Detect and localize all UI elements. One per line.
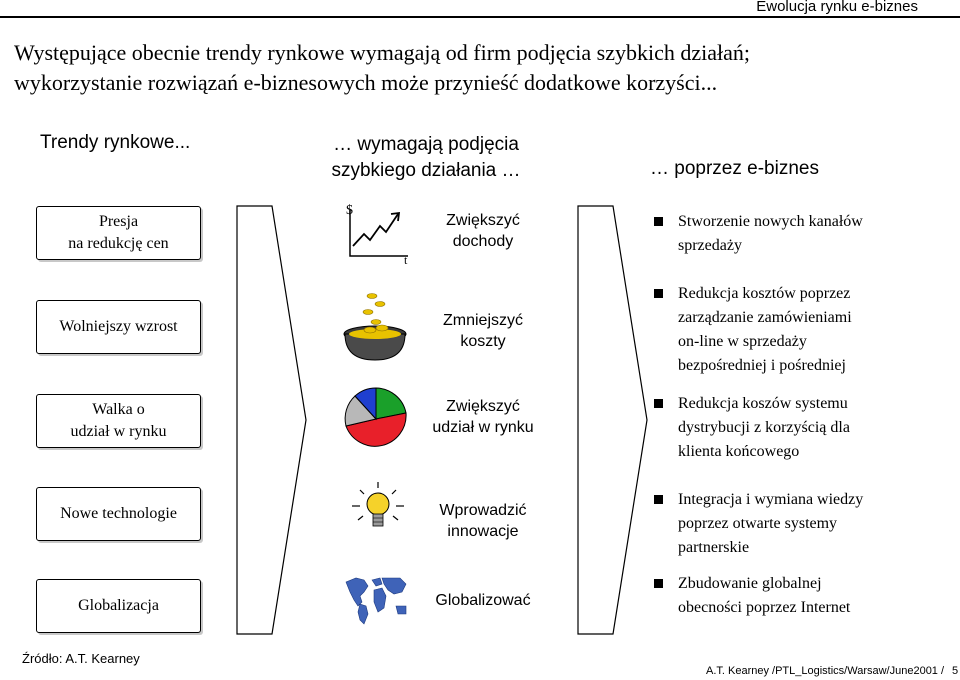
action-label: Globalizować — [435, 592, 531, 609]
action-reduce-costs: Zmniejszyć koszty — [408, 310, 558, 352]
result-line: partnerskie — [678, 539, 750, 556]
column-header-actions-line-2: szybkiego działania … — [331, 160, 521, 181]
result-line: on-line w sprzedaży — [678, 333, 807, 350]
trend-label-line-1: Walka o — [92, 401, 145, 418]
trend-label: Globalizacja — [78, 597, 159, 614]
action-increase-revenue: Zwiększyć dochody — [408, 210, 558, 252]
trend-label-line-2: udział w rynku — [70, 423, 167, 440]
result-item: Redukcja koszów systemu dystrybucji z ko… — [654, 392, 954, 464]
trend-label: Nowe technologie — [60, 505, 177, 522]
action-label-line-2: udział w rynku — [432, 419, 534, 436]
result-line: sprzedaży — [678, 237, 742, 254]
arrow-1-shape — [236, 205, 307, 635]
footer-reference: A.T. Kearney /PTL_Logistics/Warsaw/June2… — [706, 665, 945, 677]
headline-line-1: Występujące obecnie trendy rynkowe wymag… — [14, 40, 751, 65]
headline: Występujące obecnie trendy rynkowe wymag… — [14, 38, 914, 98]
time-label: t — [404, 253, 408, 266]
trend-label: Wolniejszy wzrost — [59, 318, 178, 335]
result-line: bezpośredniej i pośredniej — [678, 357, 846, 374]
action-label-line-1: Zmniejszyć — [442, 312, 523, 329]
action-label-line-1: Zwiększyć — [446, 398, 520, 415]
trend-box-price-pressure: Presja na redukcję cen — [36, 206, 201, 260]
dollar-label: $ — [346, 203, 353, 218]
column-header-trends: Trendy rynkowe... — [40, 132, 191, 153]
bullet-square-icon — [654, 399, 663, 408]
action-label-line-1: Zwiększyć — [446, 212, 520, 229]
column-header-actions: … wymagają podjęcia szybkiego działania … — [296, 132, 556, 184]
bullet-square-icon — [654, 495, 663, 504]
action-globalize: Globalizować — [408, 590, 558, 611]
action-label-line-1: Wprowadzić — [439, 502, 527, 519]
result-line: obecności poprzez Internet — [678, 599, 851, 616]
action-label-line-2: dochody — [452, 233, 514, 250]
trend-label-line-1: Presja — [98, 213, 139, 230]
result-line: zarządzanie zamówieniami — [678, 309, 852, 326]
light-bulb-icon — [352, 482, 404, 527]
result-line: Stworzenie nowych kanałów — [678, 213, 863, 230]
action-label-line-2: koszty — [460, 333, 506, 350]
result-line: Integracja i wymiana wiedzy — [678, 491, 864, 508]
world-map-icon — [345, 577, 407, 625]
column-header-actions-line-1: … wymagają podjęcia — [333, 134, 519, 155]
result-line: klienta końcowego — [678, 443, 800, 460]
result-item: Redukcja kosztów poprzez zarządzanie zam… — [654, 282, 954, 378]
pie-chart-icon — [344, 387, 407, 447]
result-line: Redukcja koszów systemu — [678, 395, 848, 412]
action-increase-market-share: Zwiększyć udział w rynku — [408, 396, 558, 438]
action-innovate: Wprowadzić innowacje — [408, 500, 558, 542]
headline-line-2: wykorzystanie rozwiązań e-biznesowych mo… — [14, 70, 718, 95]
source-note: Źródło: A.T. Kearney — [22, 651, 140, 666]
trend-box-globalization: Globalizacja — [36, 579, 201, 633]
page-number: 5 — [952, 665, 959, 677]
result-item: Integracja i wymiana wiedzy poprzez otwa… — [654, 488, 954, 560]
arrow-2-shape — [577, 205, 648, 635]
result-line: dystrybucji z korzyścią dla — [678, 419, 850, 436]
header-title: Ewolucja rynku e-biznes — [756, 0, 918, 15]
header-divider — [0, 16, 960, 18]
trend-box-market-share: Walka o udział w rynku — [36, 394, 201, 448]
bullet-square-icon — [654, 217, 663, 226]
result-line: Redukcja kosztów poprzez — [678, 285, 851, 302]
trend-box-slower-growth: Wolniejszy wzrost — [36, 300, 201, 354]
bullet-square-icon — [654, 289, 663, 298]
trend-box-new-technologies: Nowe technologie — [36, 487, 201, 541]
column-header-ebiznes: … poprzez e-biznes — [650, 158, 819, 179]
bullet-square-icon — [654, 579, 663, 588]
action-label-line-2: innowacje — [447, 523, 519, 540]
result-item: Zbudowanie globalnej obecności poprzez I… — [654, 572, 954, 620]
result-line: poprzez otwarte systemy — [678, 515, 838, 532]
result-item: Stworzenie nowych kanałów sprzedaży — [654, 210, 954, 258]
trend-label-line-2: na redukcję cen — [68, 235, 169, 252]
growth-chart-icon: $ t — [346, 203, 408, 266]
coin-pot-icon — [343, 293, 407, 361]
result-line: Zbudowanie globalnej — [678, 575, 822, 592]
